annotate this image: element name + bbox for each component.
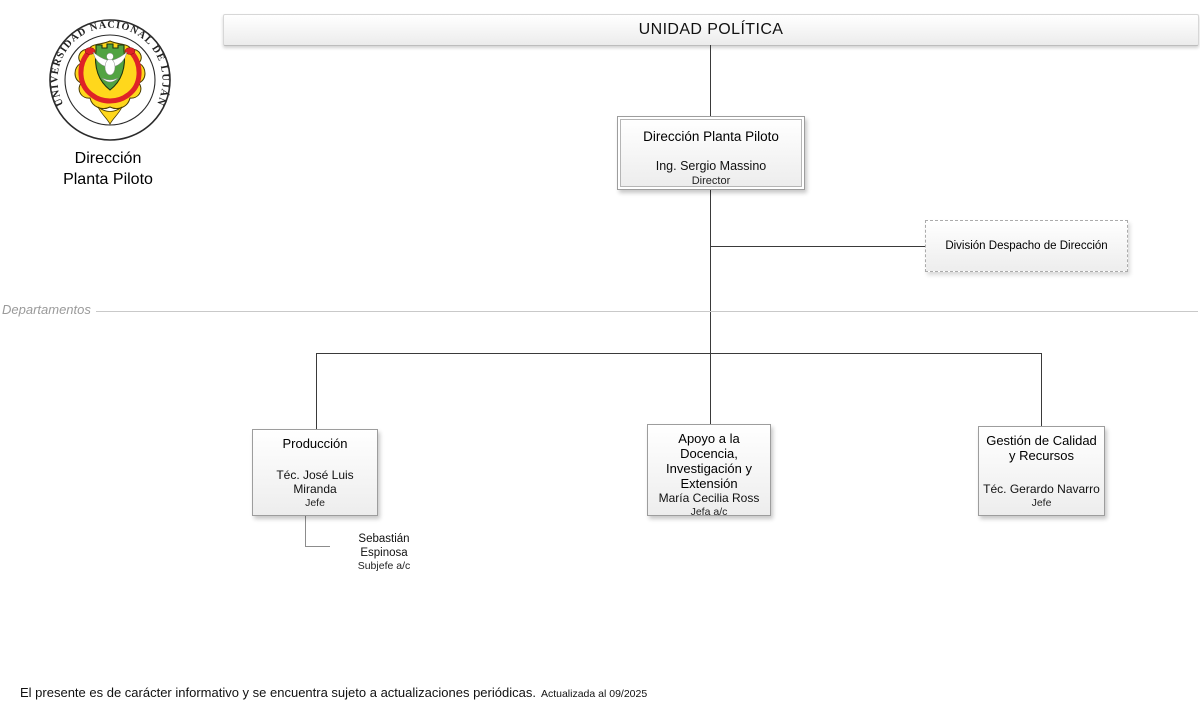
subjefe-role: Subjefe a/c xyxy=(357,560,411,572)
box-direccion-inner: Dirección Planta Piloto Ing. Sergio Mass… xyxy=(620,119,802,187)
apoyo-role: Jefa a/c xyxy=(690,506,728,518)
header-bar: UNIDAD POLÍTICA xyxy=(223,14,1199,46)
produccion-role: Jefe xyxy=(305,497,325,509)
connector-departments-horizontal xyxy=(316,353,1041,354)
apoyo-title: Apoyo a la Docencia, Investigación y Ext… xyxy=(666,431,752,491)
section-divider-line xyxy=(96,311,1198,312)
box-apoyo-inner: Apoyo a la Docencia, Investigación y Ext… xyxy=(648,425,770,518)
box-produccion-inner: Producción Téc. José Luis Miranda Jefe xyxy=(253,430,377,515)
footer-note: El presente es de carácter informativo y… xyxy=(20,685,647,700)
box-apoyo-docencia: Apoyo a la Docencia, Investigación y Ext… xyxy=(647,424,771,518)
connector-to-produccion xyxy=(316,353,317,429)
director-box-title: Dirección Planta Piloto xyxy=(643,129,779,144)
seal-bottom-ornament xyxy=(97,106,123,125)
box-division-despacho: División Despacho de Dirección xyxy=(925,220,1128,272)
seal-ribbon xyxy=(78,51,142,104)
despacho-box-title: División Despacho de Dirección xyxy=(945,240,1108,252)
gestion-title: Gestión de Calidad y Recursos xyxy=(986,433,1097,463)
director-box-role: Director xyxy=(691,175,731,187)
apoyo-name: María Cecilia Ross xyxy=(658,491,760,505)
logo-caption-line2: Planta Piloto xyxy=(63,171,153,188)
seal-ribbon-knot-left xyxy=(84,47,96,55)
box-gestion-inner: Gestión de Calidad y Recursos Téc. Gerar… xyxy=(979,427,1104,515)
seal-ribbon-knot-right xyxy=(124,47,136,55)
produccion-title: Producción xyxy=(282,436,348,451)
box-despacho-inner: División Despacho de Dirección xyxy=(926,221,1127,271)
seal-coat-of-arms xyxy=(74,40,146,125)
connector-to-despacho xyxy=(710,246,925,247)
connector-header-to-director xyxy=(710,45,711,116)
box-gestion-calidad: Gestión de Calidad y Recursos Téc. Gerar… xyxy=(978,426,1105,516)
seal-eagle xyxy=(92,51,128,83)
footer-disclaimer: El presente es de carácter informativo y… xyxy=(20,685,536,700)
logo-caption: Dirección Planta Piloto xyxy=(33,148,183,190)
section-label-departamentos: Departamentos xyxy=(2,302,91,317)
gestion-role: Jefe xyxy=(1031,497,1052,509)
logo-caption-line1: Dirección xyxy=(74,150,142,167)
produccion-name: Téc. José Luis Miranda xyxy=(276,468,354,496)
connector-to-gestion xyxy=(1041,353,1042,426)
gestion-name: Téc. Gerardo Navarro xyxy=(983,482,1100,496)
director-box-name: Ing. Sergio Massino xyxy=(655,159,767,173)
box-produccion: Producción Téc. José Luis Miranda Jefe xyxy=(252,429,378,516)
subjefe-name: Sebastián Espinosa xyxy=(358,533,410,559)
footer-updated: Actualizada al 09/2025 xyxy=(540,688,648,700)
header-title: UNIDAD POLÍTICA xyxy=(638,21,784,38)
subjefe-block: Sebastián Espinosa Subjefe a/c xyxy=(334,532,434,573)
connector-director-to-departments xyxy=(710,190,711,424)
connector-subjefe-vertical xyxy=(305,516,306,546)
box-direccion-planta-piloto: Dirección Planta Piloto Ing. Sergio Mass… xyxy=(617,116,805,190)
university-seal: UNIVERSIDAD NACIONAL DE LUJÁN xyxy=(49,19,171,141)
connector-subjefe-horizontal xyxy=(305,546,330,547)
